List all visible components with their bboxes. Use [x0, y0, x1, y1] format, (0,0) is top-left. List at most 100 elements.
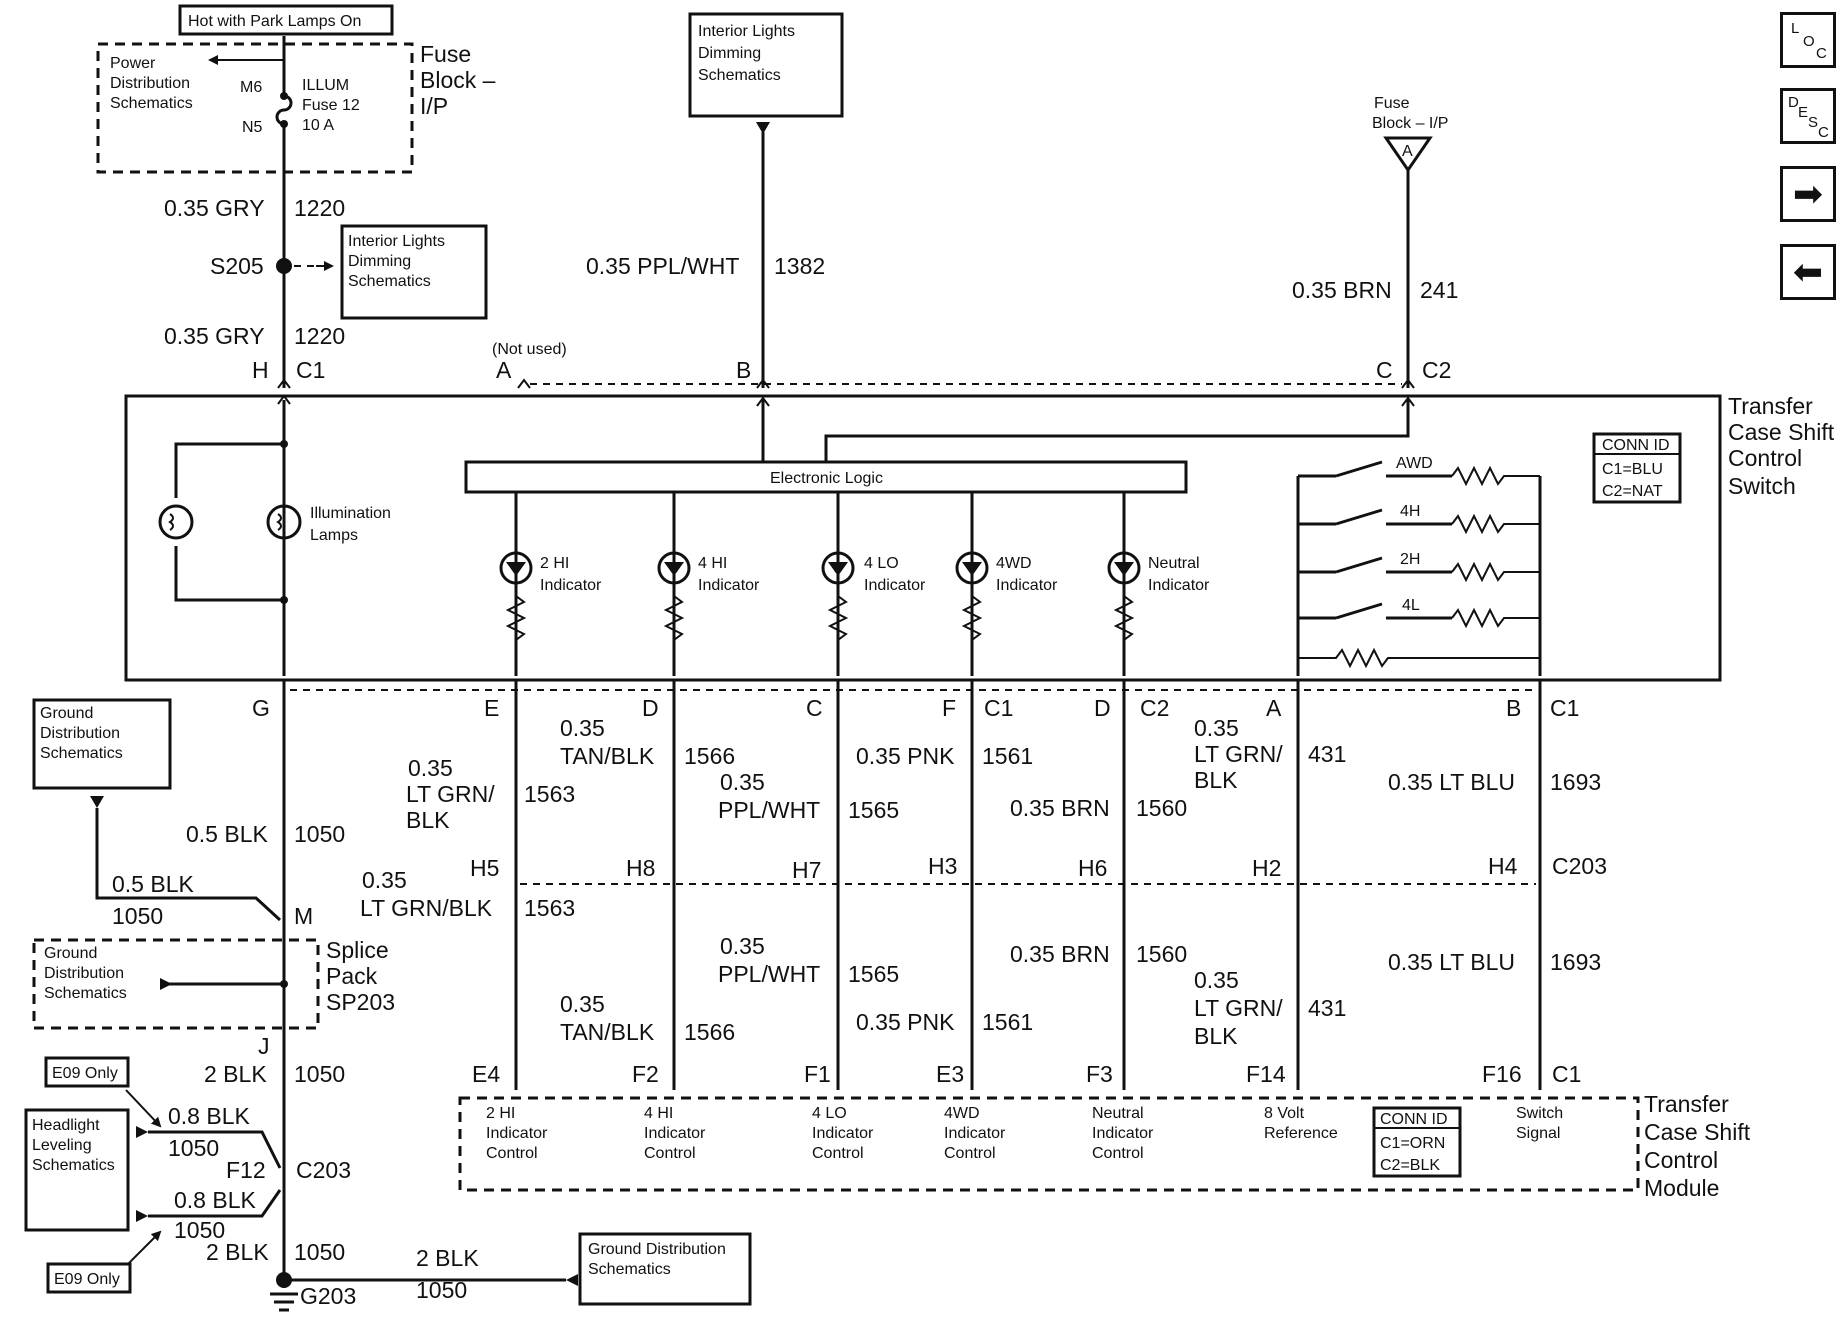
next-page-button[interactable]: ➡ [1780, 166, 1836, 222]
power-dist-line3: Schematics [110, 95, 193, 112]
c203-pin-h3: H3 [928, 853, 957, 879]
lamp1-top-wire [174, 442, 284, 498]
module-conn-id-box [1372, 1106, 1462, 1178]
indicator-neutral: Neutral Indicator [1107, 492, 1210, 676]
upper-1566-l2: TAN/BLK [560, 743, 655, 769]
upper-1561-l1: 0.35 PNK [856, 743, 955, 769]
e09-only-bottom-box [46, 1262, 132, 1294]
logic-to-c-wire [824, 400, 1410, 462]
loc-letter-o: O [1803, 33, 1815, 50]
pin-a-terminal [517, 378, 531, 389]
module-input-4-l1: 4WD [944, 1105, 980, 1122]
wire-1050-d-color: 2 BLK [416, 1245, 479, 1271]
hot-label-box [178, 4, 394, 36]
wire-1220-circuit-b: 1220 [294, 323, 345, 349]
wire-241-color: 0.35 BRN [1292, 277, 1392, 303]
wire-1050-j-circuit: 1050 [294, 1061, 345, 1087]
module-outline [458, 1096, 1640, 1192]
pin-a-top: A [496, 357, 512, 383]
right-arrow-icon: ➡ [1792, 173, 1824, 214]
upper-1563-l3: BLK [406, 807, 450, 833]
conn-c203-ground: C203 [296, 1157, 351, 1183]
c203-connector: H5 H8 H7 H3 H6 H2 H4 C203 [470, 853, 1607, 885]
e09-only-top: E09 Only [52, 1065, 118, 1082]
module-input-5-l2: Indicator [1092, 1125, 1154, 1142]
module-title-1: Transfer [1644, 1091, 1729, 1117]
lower-1561-circuit: 1561 [982, 1009, 1033, 1035]
lower-431-l2: LT GRN/ [1194, 995, 1283, 1021]
fuse-ref-triangle [1383, 136, 1433, 173]
upper-1565-l1: 0.35 [720, 769, 765, 795]
loc-button[interactable]: L O C [1780, 12, 1836, 68]
logic-to-b-arrow [756, 396, 770, 407]
c203-pin-h7: H7 [792, 857, 821, 883]
upper-1563-circuit: 1563 [524, 781, 575, 807]
switch-title-2: Case Shift [1728, 419, 1835, 445]
pin-f12: F12 [226, 1157, 266, 1183]
dimming-top-arrow [756, 122, 770, 134]
illum-lamp-2 [266, 504, 302, 540]
wire-1220-circuit-a: 1220 [294, 195, 345, 221]
pin-a-bottom: A [1266, 695, 1282, 721]
dimming-box-left-l3: Schematics [348, 273, 431, 290]
pin-b-bottom: B [1506, 695, 1521, 721]
splice-pack-l2: Pack [326, 963, 378, 989]
switch-conn-id-title: CONN ID [1602, 437, 1670, 454]
pin-c-terminal [1401, 378, 1415, 389]
fuse-block: Hot with Park Lamps On Power Distributio… [96, 4, 496, 174]
e09-top-arrow [125, 1089, 162, 1128]
fuse-ref-l1: Fuse [1374, 95, 1410, 112]
switch-conn-id-box [1592, 432, 1682, 504]
module-pin-e3: E3 [936, 1061, 964, 1087]
fuse-rating: 10 A [302, 117, 334, 134]
module-pin-f3: F3 [1086, 1061, 1113, 1087]
logic-to-c-arrow [1401, 396, 1415, 407]
lamp1-filament [168, 513, 174, 531]
conn-c1-top: C1 [296, 357, 325, 383]
dimming-box-left-l2: Dimming [348, 253, 411, 270]
circuit-1382: Interior Lights Dimming Schematics 0.35 … [492, 12, 1402, 389]
wire-1050-m-color: 0.5 BLK [112, 871, 194, 897]
splice-pack-outline [32, 938, 320, 1030]
led-neutral-icon [1107, 551, 1141, 585]
desc-button[interactable]: D E S C [1780, 88, 1836, 144]
module-title-4: Module [1644, 1175, 1719, 1201]
ground-box-2-l2: Distribution [44, 965, 124, 982]
led-4wd-diode [962, 562, 982, 576]
desc-letter-c: C [1818, 124, 1829, 141]
ground-symbol-icon [270, 1292, 298, 1312]
splice-pack-l3: SP203 [326, 989, 395, 1015]
dimming-box-top-l2: Dimming [698, 45, 761, 62]
switch-bottom-connectors: G E D C F C1 D C2 A B C1 [252, 689, 1579, 721]
previous-page-button[interactable]: ⬅ [1780, 244, 1836, 300]
switch-2h [1298, 556, 1452, 574]
lower-1566-circuit: 1566 [684, 1019, 735, 1045]
fuse-block-title-3: I/P [420, 93, 448, 119]
resistor-4hi [663, 595, 685, 641]
module-title-3: Control [1644, 1147, 1718, 1173]
switch-title-4: Switch [1728, 473, 1796, 499]
wire-1050-m-circuit: 1050 [112, 903, 163, 929]
lower-1563-l1: 0.35 [362, 867, 407, 893]
ground-box-1-l2: Distribution [40, 725, 120, 742]
module-conn-id-c2: C2=BLK [1380, 1157, 1440, 1174]
ground-box-3-l1: Ground Distribution [588, 1241, 726, 1258]
illum-label-1: Illumination [310, 505, 391, 522]
resistor-2h [1451, 561, 1540, 583]
lower-1565-l1: 0.35 [720, 933, 765, 959]
module-pin-e4: E4 [472, 1061, 500, 1087]
fuse-ref-letter: A [1402, 143, 1413, 160]
lamp2-filament [276, 513, 282, 531]
fuse-block-outline [96, 42, 414, 174]
illum-label-2: Lamps [310, 527, 358, 544]
led-4hi-icon [657, 551, 691, 585]
indicator-4lo: 4 LO Indicator [821, 492, 926, 676]
wire-1050-d-circuit: 1050 [416, 1277, 467, 1303]
ground-box-3-l2: Schematics [588, 1261, 671, 1278]
pin-e-bottom: E [484, 695, 499, 721]
module-input-7-l2: Signal [1516, 1125, 1560, 1142]
lower-1563-circuit: 1563 [524, 895, 575, 921]
loc-letter-l: L [1791, 20, 1800, 37]
indicator-2hi-l1: 2 HI [540, 555, 569, 572]
switch-conn-id-c2: C2=NAT [1602, 483, 1663, 500]
